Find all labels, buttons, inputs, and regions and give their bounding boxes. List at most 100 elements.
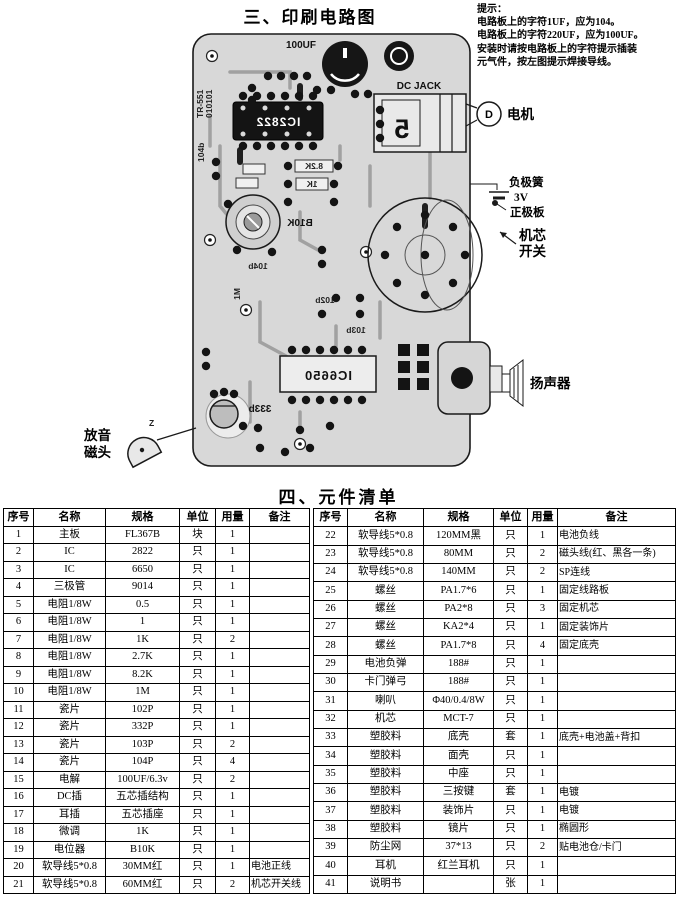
- table-cell: 332P: [105, 718, 180, 737]
- table-cell: 35: [313, 764, 348, 784]
- note-line: 提示：: [477, 4, 507, 15]
- table-cell: [557, 672, 676, 693]
- table-cell: 只: [179, 875, 216, 894]
- solder-pads: [201, 71, 470, 457]
- table-cell: 塑胶料: [347, 764, 424, 784]
- table-cell: 1: [527, 746, 558, 766]
- table-cell: 14: [3, 753, 34, 772]
- silkscreen-ic1-label: IC2822: [256, 115, 301, 129]
- table-cell: [249, 840, 310, 859]
- table-cell: 6650: [105, 560, 180, 579]
- table-cell: 1: [3, 525, 34, 544]
- table-cell: IC: [33, 560, 106, 579]
- table-cell: 103P: [105, 735, 180, 754]
- table-cell: 中座: [423, 764, 494, 784]
- table-cell: 1: [215, 525, 250, 544]
- table-cell: 1: [215, 858, 250, 877]
- column-header: 名称: [347, 507, 424, 528]
- table-cell: 20: [3, 858, 34, 877]
- table-cell: 只: [493, 654, 528, 674]
- table-cell: 电阻1/8W: [33, 683, 106, 702]
- table-cell: 三极管: [33, 578, 106, 597]
- table-cell: [249, 718, 310, 737]
- capacitor-2-body: [384, 41, 414, 71]
- table-cell: 2: [215, 875, 250, 894]
- section-title-pcb: 三、印刷电路图: [243, 8, 377, 27]
- table-cell: 只: [179, 665, 216, 684]
- table-cell: B10K: [105, 840, 180, 859]
- table-cell: 只: [179, 543, 216, 562]
- silkscreen-jack-digit: 5: [394, 114, 409, 144]
- table-cell: [249, 665, 310, 684]
- note-line: 元气件，按左图提示焊接导线。: [477, 56, 617, 68]
- tape-head-icon: [127, 436, 163, 469]
- table-cell: Φ40/0.4/8W: [423, 691, 494, 711]
- table-cell: 机芯开关线: [249, 875, 310, 894]
- table-cell: 2822: [105, 543, 180, 562]
- table-cell: 只: [179, 560, 216, 579]
- table-cell: 8: [3, 648, 34, 667]
- column-header: 用量: [215, 508, 250, 527]
- table-cell: 11: [3, 700, 34, 719]
- table-cell: 塑胶料: [347, 782, 424, 803]
- table-cell: 4: [527, 636, 558, 656]
- table-cell: 41: [313, 874, 348, 895]
- table-cell: 1: [527, 782, 558, 803]
- table-cell: 电镀: [557, 782, 676, 803]
- board-edge-texts: TR-551 010101 104b: [195, 89, 214, 162]
- table-cell: 1: [215, 578, 250, 597]
- note-line: 电路板上的字符1UF，应为104。: [477, 17, 621, 29]
- table-cell: 电位器: [33, 840, 106, 859]
- table-cell: 13: [3, 735, 34, 754]
- table-cell: 1: [215, 543, 250, 562]
- table-cell: 软导线5*0.8: [33, 858, 106, 877]
- table-cell: [557, 709, 676, 729]
- table-cell: 1: [527, 581, 558, 601]
- table-cell: 微调: [33, 823, 106, 842]
- transistor: [209, 399, 239, 429]
- table-cell: PA1.7*8: [423, 636, 494, 656]
- table-cell: 22: [313, 526, 348, 546]
- table-cell: 瓷片: [33, 700, 106, 719]
- table-cell: 只: [179, 805, 216, 824]
- table-cell: 39: [313, 837, 348, 858]
- table-cell: 1: [215, 788, 250, 807]
- table-cell: [249, 560, 310, 579]
- table-cell: 0.5: [105, 595, 180, 614]
- table-cell: IC: [33, 543, 106, 562]
- silkscreen-ic2-label: IC6650: [304, 368, 352, 383]
- column-header: 序号: [313, 507, 348, 528]
- table-cell: [249, 700, 310, 719]
- column-header: 规格: [423, 507, 494, 528]
- table-cell: DC插: [33, 788, 106, 807]
- table-cell: [249, 648, 310, 667]
- speaker-icon: [501, 358, 524, 408]
- mounting-holes: [203, 49, 373, 451]
- table-cell: [557, 691, 676, 711]
- table-cell: [423, 874, 494, 895]
- table-cell: 5: [3, 595, 34, 614]
- table-cell: 只: [493, 709, 528, 729]
- table-cell: 只: [179, 858, 216, 877]
- table-cell: 33: [313, 727, 348, 748]
- table-cell: 2: [527, 562, 558, 583]
- mech-switch-label-1: 机芯: [519, 227, 547, 243]
- table-cell: 31: [313, 691, 348, 711]
- table-cell: 防尘网: [347, 837, 424, 858]
- column-header: 备注: [557, 507, 676, 528]
